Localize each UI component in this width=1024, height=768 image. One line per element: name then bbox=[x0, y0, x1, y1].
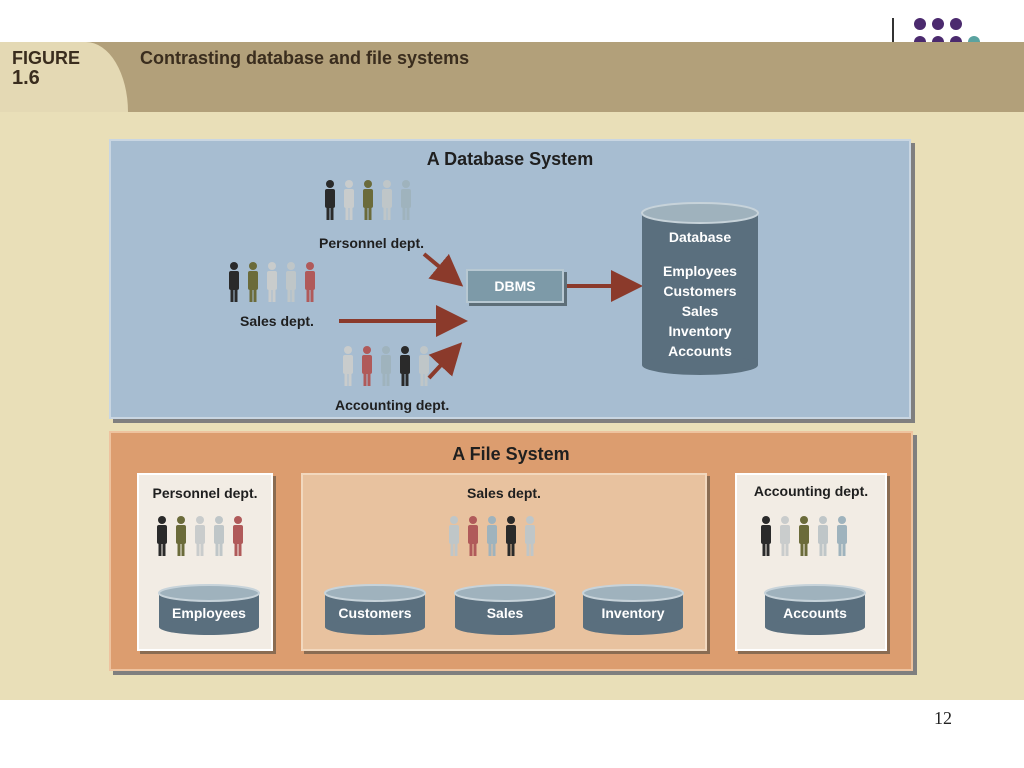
fs-sales-label: Sales dept. bbox=[467, 485, 541, 501]
personnel-people-icon bbox=[325, 180, 411, 220]
accounting-to-dbms-arrow bbox=[427, 342, 463, 380]
figure-header: FIGURE 1.6 Contrasting database and file… bbox=[0, 42, 1024, 112]
database-system-diagram bbox=[229, 180, 759, 386]
figure: FIGURE 1.6 Contrasting database and file… bbox=[0, 42, 1024, 700]
file-system-panel: A File System Personnel dept. Sales dept… bbox=[109, 431, 913, 671]
fs-personnel-people-icon bbox=[157, 516, 243, 556]
personnel-dept-label: Personnel dept. bbox=[319, 235, 425, 251]
database-system-title: A Database System bbox=[426, 149, 594, 169]
accounting-people-icon bbox=[343, 346, 429, 386]
employees-file-cylinder-icon bbox=[158, 584, 260, 635]
database-item: Accounts bbox=[668, 343, 732, 359]
slide-dot-icon bbox=[914, 18, 926, 30]
personnel-to-dbms-arrow bbox=[422, 252, 464, 287]
sales-people-icon bbox=[229, 262, 315, 302]
database-cylinder-icon bbox=[641, 202, 759, 375]
slide-dot-icon bbox=[932, 18, 944, 30]
inventory-file-label: Inventory bbox=[601, 605, 665, 621]
customers-file-cylinder-icon bbox=[324, 584, 426, 635]
database-item: Employees bbox=[663, 263, 737, 279]
figure-label-word: FIGURE bbox=[12, 48, 81, 68]
sales-file-label: Sales bbox=[486, 605, 524, 621]
database-system-panel: A Database System bbox=[109, 139, 911, 419]
dbms-box: DBMS bbox=[466, 269, 564, 303]
accounting-dept-label: Accounting dept. bbox=[335, 397, 450, 413]
fs-accounting-label: Accounting dept. bbox=[753, 483, 869, 499]
inventory-file-cylinder-icon bbox=[582, 584, 684, 635]
database-item: Customers bbox=[663, 283, 737, 299]
database-item: Inventory bbox=[668, 323, 732, 339]
accounts-file-label: Accounts bbox=[783, 605, 847, 621]
file-system-title: A File System bbox=[452, 444, 570, 464]
file-system-diagram bbox=[157, 516, 866, 635]
fs-personnel-label: Personnel dept. bbox=[152, 485, 258, 501]
customers-file-label: Customers bbox=[338, 605, 412, 621]
figure-label: FIGURE 1.6 bbox=[12, 48, 80, 88]
employees-file-label: Employees bbox=[172, 605, 246, 621]
slide-divider-line bbox=[892, 18, 894, 44]
page-number: 12 bbox=[934, 708, 952, 728]
sales-file-cylinder-icon bbox=[454, 584, 556, 635]
figure-label-number: 1.6 bbox=[12, 67, 40, 89]
slide-dot-icon bbox=[950, 18, 962, 30]
figure-tab bbox=[0, 42, 128, 112]
accounts-file-cylinder-icon bbox=[764, 584, 866, 635]
fs-accounting-people-icon bbox=[761, 516, 847, 556]
database-title: Database bbox=[668, 229, 732, 245]
database-item: Sales bbox=[681, 303, 719, 319]
figure-title: Contrasting database and file systems bbox=[140, 48, 470, 68]
sales-dept-label: Sales dept. bbox=[240, 313, 314, 329]
fs-sales-people-icon bbox=[449, 516, 535, 556]
